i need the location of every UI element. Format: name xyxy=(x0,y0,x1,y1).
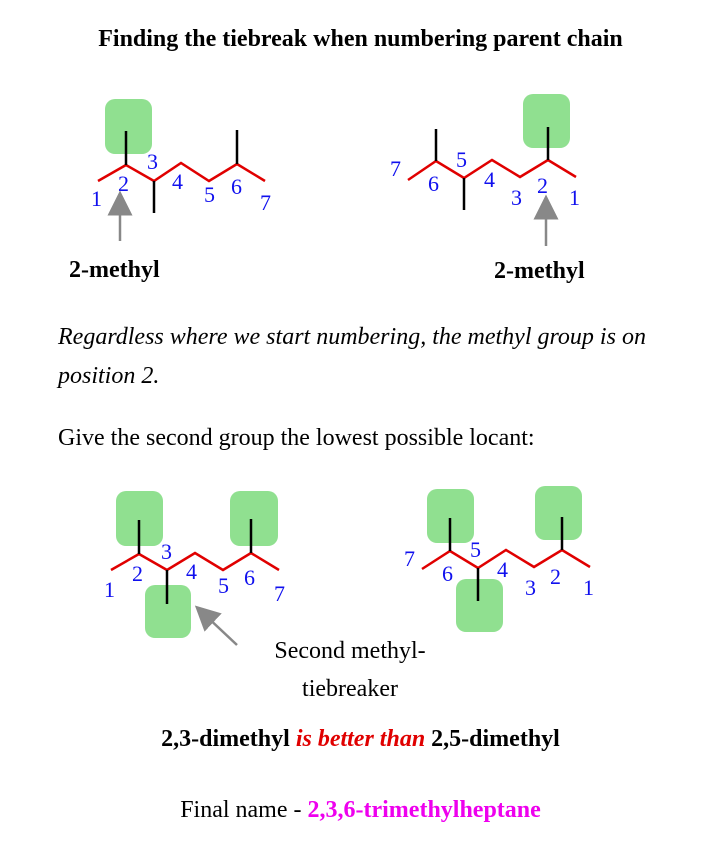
top-right-molecule: 7 6 5 4 3 2 1 xyxy=(390,94,580,246)
locant: 7 xyxy=(404,546,415,571)
locant: 3 xyxy=(525,575,536,600)
final-name: 2,3,6-trimethylheptane xyxy=(307,797,541,823)
tiebreaker-label-line2: tiebreaker xyxy=(302,676,398,702)
final-prefix: Final name - xyxy=(180,797,302,823)
top-left-label: 2-methyl xyxy=(69,257,160,283)
locant: 1 xyxy=(91,186,102,211)
locant: 2 xyxy=(537,173,548,198)
worse-name: 2,5-dimethyl xyxy=(431,726,560,752)
locant: 6 xyxy=(442,561,453,586)
locant: 7 xyxy=(390,156,401,181)
tiebreaker-label: Second methyl- tiebreaker xyxy=(250,632,450,708)
locant: 4 xyxy=(497,557,508,582)
locant: 3 xyxy=(161,539,172,564)
locant: 1 xyxy=(104,577,115,602)
locant: 7 xyxy=(260,190,271,215)
locant: 3 xyxy=(511,185,522,210)
highlight-box xyxy=(105,99,152,154)
highlight-box xyxy=(145,585,191,638)
highlight-box xyxy=(523,94,570,148)
locant: 5 xyxy=(456,147,467,172)
bottom-right-molecule: 7 6 5 4 3 2 1 xyxy=(404,486,594,632)
explanation-note: Regardless where we start numbering, the… xyxy=(58,324,646,389)
comparison-connector: is better than xyxy=(295,726,426,752)
final-name-line: Final name - 2,3,6-trimethylheptane xyxy=(0,797,721,824)
locant: 1 xyxy=(569,185,580,210)
locant: 6 xyxy=(231,174,242,199)
top-left-molecule: 1 2 3 4 5 6 7 xyxy=(91,99,271,241)
locant: 7 xyxy=(274,581,285,606)
arrow xyxy=(194,605,238,646)
locant: 2 xyxy=(118,171,129,196)
locant: 4 xyxy=(172,169,183,194)
locant: 2 xyxy=(132,561,143,586)
locant: 6 xyxy=(244,565,255,590)
locant: 5 xyxy=(470,537,481,562)
highlight-box xyxy=(116,491,163,546)
locant: 4 xyxy=(186,559,197,584)
comparison-line: 2,3-dimethyl is better than 2,5-dimethyl xyxy=(0,726,721,753)
top-right-label: 2-methyl xyxy=(494,258,585,284)
highlight-box xyxy=(456,579,503,632)
page-title: Finding the tiebreak when numbering pare… xyxy=(98,26,623,52)
locant: 3 xyxy=(147,149,158,174)
bottom-left-molecule: 1 2 3 4 5 6 7 xyxy=(104,491,285,646)
highlight-box xyxy=(230,491,278,546)
locant: 4 xyxy=(484,167,495,192)
instruction-text: Give the second group the lowest possibl… xyxy=(58,425,535,451)
locant: 2 xyxy=(550,564,561,589)
highlight-box xyxy=(427,489,474,543)
better-name: 2,3-dimethyl xyxy=(161,726,290,752)
tiebreaker-label-line1: Second methyl- xyxy=(274,638,426,664)
locant: 6 xyxy=(428,171,439,196)
locant: 1 xyxy=(583,575,594,600)
highlight-box xyxy=(535,486,582,540)
locant: 5 xyxy=(218,573,229,598)
locant: 5 xyxy=(204,182,215,207)
